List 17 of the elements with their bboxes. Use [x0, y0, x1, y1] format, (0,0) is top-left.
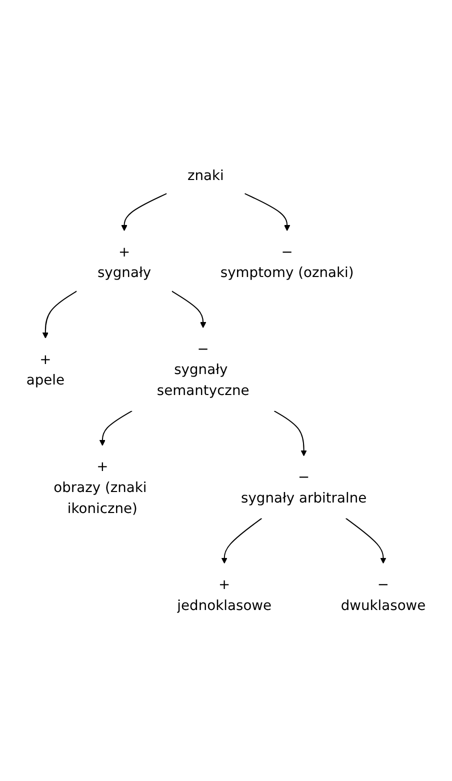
node-text: − sygnały arbitralne	[240, 468, 367, 506]
arrow	[121, 193, 167, 232]
arrow	[244, 193, 290, 232]
node-text: + apele	[26, 351, 65, 388]
node-text: + jednoklasowe	[177, 576, 272, 614]
node-text: + obrazy (znaki ikoniczne)	[54, 458, 147, 517]
arrow	[221, 518, 262, 564]
node-text: + sygnały	[97, 244, 152, 282]
arrow	[172, 291, 206, 328]
arrow	[99, 410, 132, 446]
node-text: − symptomy (oznaki)	[220, 244, 354, 282]
node-text: − dwuklasowe	[340, 576, 426, 614]
arrow	[346, 518, 386, 564]
node-text: − sygnały semantyczne	[156, 340, 250, 399]
arrow	[42, 291, 77, 339]
node-text: znaki	[187, 167, 224, 184]
arrow	[274, 410, 307, 457]
